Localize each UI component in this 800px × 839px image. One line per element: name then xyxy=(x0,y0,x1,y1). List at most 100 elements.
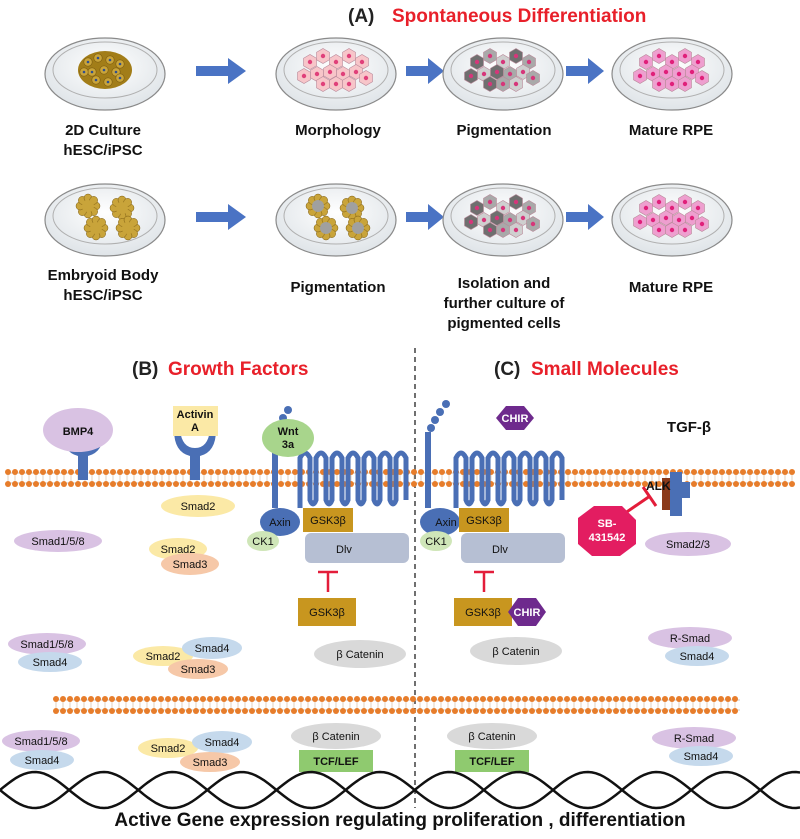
label-isolation-1: Isolation and xyxy=(458,275,551,292)
frizzled-receptor-b xyxy=(297,450,409,508)
chir-bound-label: CHIR xyxy=(514,607,541,619)
smad2-a-label: Smad2 xyxy=(161,544,196,556)
pigmented-cells xyxy=(464,48,540,92)
smad2-membrane: Smad2 xyxy=(161,495,235,517)
axin-c: Axin xyxy=(420,508,460,536)
rsmad-nuc-c: R-Smad xyxy=(652,727,736,749)
dish-morphology xyxy=(275,37,397,111)
beta-catenin-b-label: β Catenin xyxy=(336,649,383,661)
gsk3b-inhibited-b-label: GSK3β xyxy=(309,607,345,619)
dna-double-helix xyxy=(0,770,800,810)
bmp4-label: BMP4 xyxy=(63,426,94,438)
stem-cell-colony xyxy=(79,53,125,87)
smad2-nuc-label: Smad2 xyxy=(151,743,186,755)
wnt-label-2: 3a xyxy=(282,439,295,451)
smad4-nuc-c-label: Smad4 xyxy=(684,751,719,763)
inhibition-b xyxy=(318,570,338,592)
embryoid-bodies xyxy=(75,193,141,241)
dish-embryoid-body xyxy=(44,183,166,257)
label-morphology: Morphology xyxy=(295,122,381,139)
gsk3b-inhibited-c-label: GSK3β xyxy=(465,607,501,619)
panel-b-letter: (B) xyxy=(132,359,158,380)
gsk3b-c-label: GSK3β xyxy=(466,515,502,527)
tcf-lef-b: TCF/LEF xyxy=(299,750,373,772)
beta-catenin-b: β Catenin xyxy=(314,640,406,668)
rsmad-c-label: R-Smad xyxy=(670,633,710,645)
panel-c-title: Small Molecules xyxy=(531,359,679,380)
smad4-nuc: Smad4 xyxy=(10,750,74,770)
rpe-morphology-cells xyxy=(297,48,373,92)
smad2-b: Smad2 xyxy=(133,646,193,666)
label-hesc-1: hESC/iPSC xyxy=(63,142,142,159)
label-embryoid-body: Embryoid Body xyxy=(48,267,160,284)
smad4-c-label: Smad4 xyxy=(195,643,230,655)
dish-pigmentation-1 xyxy=(442,37,564,111)
axin-c-label: Axin xyxy=(435,517,456,529)
smad4-c-panel: Smad4 xyxy=(665,646,729,666)
label-hesc-2: hESC/iPSC xyxy=(63,287,142,304)
dlv-c: Dlv xyxy=(461,533,565,563)
mature-rpe-cells xyxy=(633,48,709,92)
smad23: Smad2/3 xyxy=(645,532,731,556)
label-2d-culture: 2D Culture xyxy=(65,122,141,139)
smad4-nuc-label: Smad4 xyxy=(25,755,60,767)
label-mature-rpe-1: Mature RPE xyxy=(629,122,713,139)
panel-a-letter: (A) xyxy=(348,6,374,27)
smad2-nuc: Smad2 xyxy=(138,738,198,758)
sb-label-1: SB- xyxy=(598,518,617,530)
rsmad-nuc-c-label: R-Smad xyxy=(674,733,714,745)
alk-label: ALK xyxy=(646,479,671,493)
smad158-nuc: Smad1/5/8 xyxy=(2,730,80,752)
footer-caption: Active Gene expression regulating prolif… xyxy=(114,810,685,831)
gsk3b-c: GSK3β xyxy=(459,508,509,532)
smad3-a-label: Smad3 xyxy=(173,559,208,571)
axin-b: Axin xyxy=(260,508,300,536)
beta-catenin-nuc-b: β Catenin xyxy=(291,723,381,749)
activin-a-ligand: Activin A xyxy=(173,406,218,436)
activin-label-2: A xyxy=(191,422,199,434)
arrow-a6 xyxy=(566,204,604,230)
ck1-c-label: CK1 xyxy=(425,536,446,548)
smad158-a: Smad1/5/8 xyxy=(14,530,102,552)
smad3-nuc: Smad3 xyxy=(180,752,240,772)
smad4-nuc-2-label: Smad4 xyxy=(205,737,240,749)
ck1-b-label: CK1 xyxy=(252,536,273,548)
sb431542: SB- 431542 xyxy=(578,506,636,556)
dlv-b-label: Dlv xyxy=(336,544,352,556)
nuclear-membrane xyxy=(53,696,740,714)
wnt3a-ligand: Wnt 3a xyxy=(262,419,314,457)
gsk3b-b-label: GSK3β xyxy=(310,515,346,527)
label-pigmentation-1: Pigmentation xyxy=(456,122,551,139)
smad4-b: Smad4 xyxy=(18,652,82,672)
panel-a-title: Spontaneous Differentiation xyxy=(392,6,646,27)
smad2-membrane-label: Smad2 xyxy=(181,501,216,513)
dish-isolation xyxy=(442,183,564,257)
arrow-a1 xyxy=(196,58,246,84)
mature-rpe-cells-2 xyxy=(633,194,709,238)
tcf-lef-b-label: TCF/LEF xyxy=(313,756,358,768)
panel-b-title: Growth Factors xyxy=(168,359,308,380)
arrow-a5 xyxy=(406,204,444,230)
chir-top-label: CHIR xyxy=(502,413,529,425)
beta-catenin-c-label: β Catenin xyxy=(492,646,539,658)
bmp4-ligand: BMP4 xyxy=(43,408,113,452)
dish-mature-rpe-1 xyxy=(611,37,733,111)
tcf-lef-c-label: TCF/LEF xyxy=(469,756,514,768)
dish-pigmentation-2 xyxy=(275,183,397,257)
chir-top: CHIR xyxy=(496,406,534,430)
arrow-a4 xyxy=(196,204,246,230)
smad4-c-panel-label: Smad4 xyxy=(680,651,715,663)
inhibition-c xyxy=(474,570,494,592)
bmp-receptor xyxy=(62,430,104,480)
isolated-pigmented-cells xyxy=(464,194,540,238)
smad158-b: Smad1/5/8 xyxy=(8,633,86,655)
arrow-a2 xyxy=(406,58,444,84)
lrp-coreceptor-c xyxy=(425,400,450,508)
beta-catenin-c: β Catenin xyxy=(470,637,562,665)
dlv-c-label: Dlv xyxy=(492,544,508,556)
alk-receptor xyxy=(662,472,690,516)
smad23-label: Smad2/3 xyxy=(666,539,710,551)
smad4-nuc-c: Smad4 xyxy=(669,746,733,766)
rsmad-c: R-Smad xyxy=(648,627,732,649)
